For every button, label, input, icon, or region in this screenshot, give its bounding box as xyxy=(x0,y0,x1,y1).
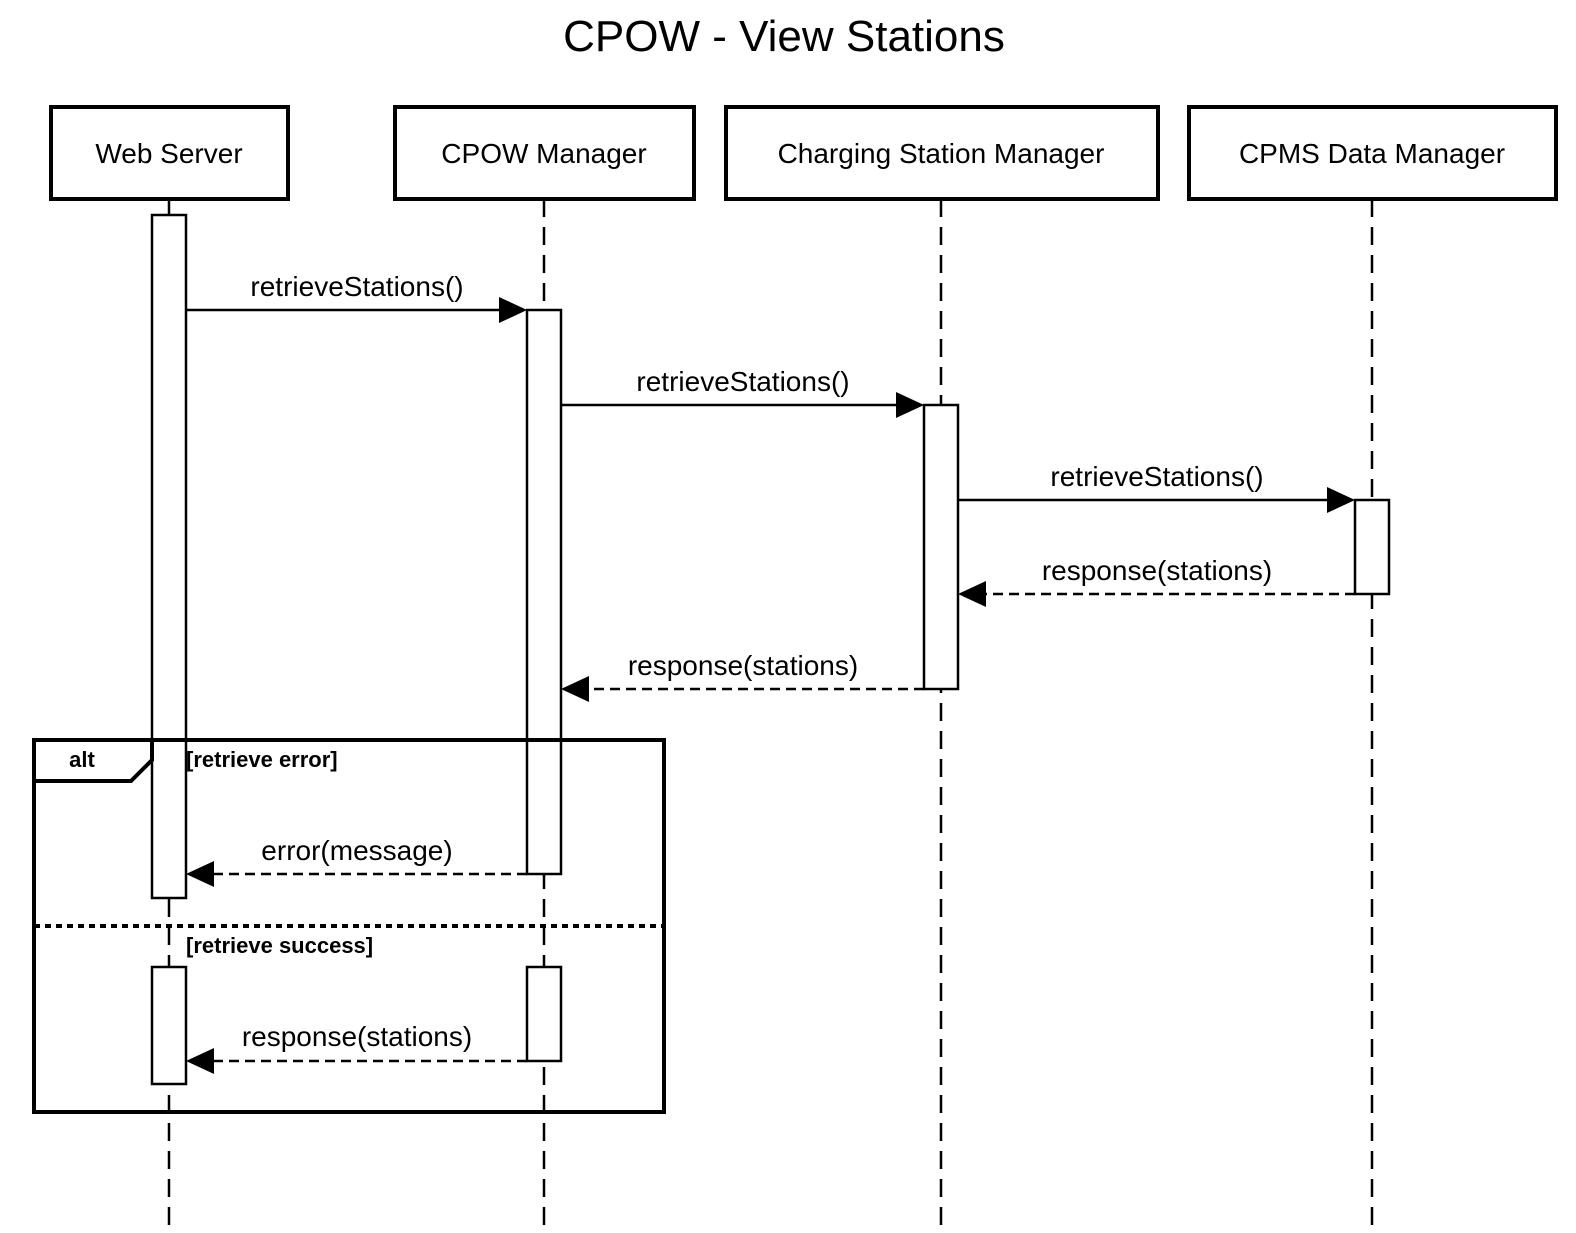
message-label: response(stations) xyxy=(1042,555,1272,586)
activation-cpow-manager-success xyxy=(525,965,563,1063)
message-cpow-to-web-success: response(stations) xyxy=(186,1021,527,1074)
activation-cpms-data-manager xyxy=(1353,498,1391,596)
message-web-to-cpow: retrieveStations() xyxy=(186,271,527,323)
participant-cpms-data-manager: CPMS Data Manager xyxy=(1187,105,1558,201)
alt-frame xyxy=(32,738,666,1114)
arrow-head xyxy=(896,392,924,418)
alt-fragment: alt [retrieve error] [retrieve success] xyxy=(32,738,666,1114)
participant-web-server: Web Server xyxy=(49,105,290,201)
participant-cpow-manager: CPOW Manager xyxy=(393,105,696,201)
participant-label: CPOW Manager xyxy=(441,138,646,169)
message-cpow-to-web-error: error(message) xyxy=(186,835,527,887)
arrow-head xyxy=(186,1048,214,1074)
message-label: retrieveStations() xyxy=(250,271,463,302)
arrow-head xyxy=(186,861,214,887)
participant-label: CPMS Data Manager xyxy=(1239,138,1505,169)
message-cpow-to-csm: retrieveStations() xyxy=(561,366,924,418)
diagram-title: CPOW - View Stations xyxy=(563,12,1005,61)
arrow-head xyxy=(1327,487,1355,513)
message-label: retrieveStations() xyxy=(1050,461,1263,492)
activation-cpow-manager xyxy=(525,308,563,876)
participant-label: Charging Station Manager xyxy=(778,138,1105,169)
message-label: response(stations) xyxy=(628,650,858,681)
message-cpms-to-csm-return: response(stations) xyxy=(958,555,1355,607)
guard-retrieve-error: [retrieve error] xyxy=(186,747,338,772)
alt-label: alt xyxy=(69,747,95,772)
guard-retrieve-success: [retrieve success] xyxy=(186,933,373,958)
activation-charging-station-manager xyxy=(922,403,960,691)
message-label: error(message) xyxy=(261,835,452,866)
activation-web-server xyxy=(150,213,188,900)
activation-web-server-success xyxy=(150,965,188,1086)
arrow-head xyxy=(561,676,589,702)
participant-label: Web Server xyxy=(95,138,242,169)
message-label: retrieveStations() xyxy=(636,366,849,397)
arrow-head xyxy=(958,581,986,607)
arrow-head xyxy=(499,297,527,323)
message-csm-to-cpow-return: response(stations) xyxy=(561,650,924,702)
participant-charging-station-manager: Charging Station Manager xyxy=(724,105,1160,201)
message-csm-to-cpms: retrieveStations() xyxy=(958,461,1355,513)
alt-tab xyxy=(32,738,154,783)
message-label: response(stations) xyxy=(242,1021,472,1052)
